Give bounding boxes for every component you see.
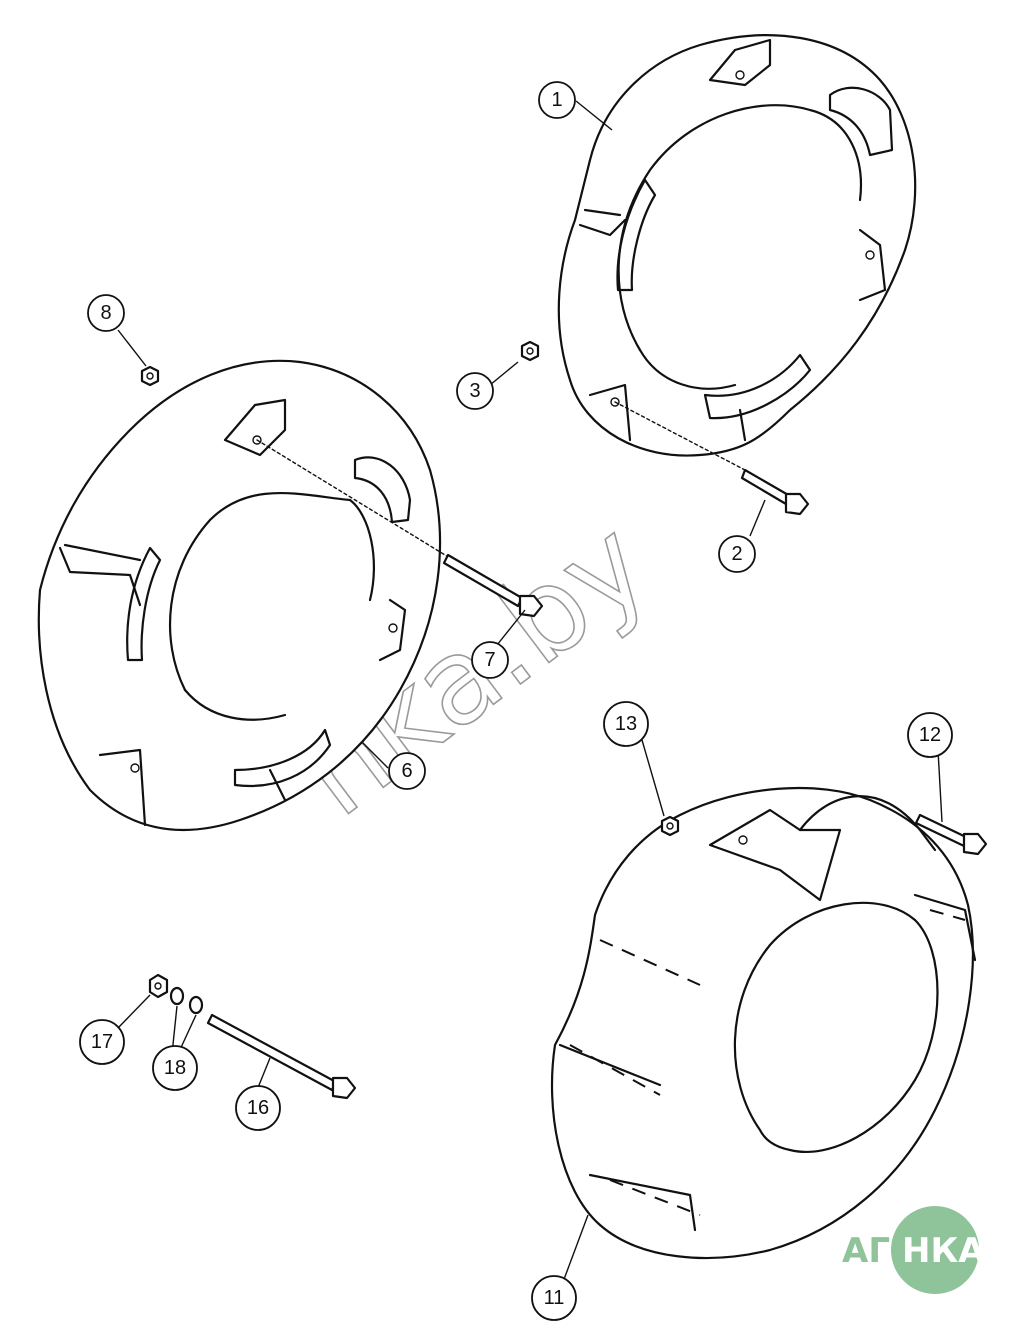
callout-label: 8 <box>100 302 111 324</box>
callout-label: 3 <box>469 380 480 402</box>
logo-text-part1: АГРО <box>842 1231 944 1271</box>
nut-8 <box>140 365 160 387</box>
callout-label: 18 <box>164 1057 186 1079</box>
bolt-16 <box>206 1013 357 1100</box>
bolt-2 <box>614 401 810 516</box>
callout-label: 11 <box>544 1287 565 1309</box>
callout-2: 2 <box>718 535 756 573</box>
logo-badge <box>891 1206 979 1294</box>
callout-label: 2 <box>731 543 742 565</box>
callout-12: 12 <box>907 712 953 758</box>
logo-text-part2: НКА <box>902 1231 985 1271</box>
callout-16: 16 <box>235 1085 281 1131</box>
wheel-weight-6 <box>37 359 442 832</box>
callout-label: 16 <box>247 1097 269 1119</box>
callout-label: 12 <box>919 724 941 746</box>
callout-label: 7 <box>484 649 495 671</box>
callout-label: 13 <box>615 713 637 735</box>
wheel-weight-11 <box>550 786 977 1260</box>
callout-17: 17 <box>79 1019 125 1065</box>
agronka-logo: АГРО НКА <box>842 1206 985 1294</box>
callout-3: 3 <box>456 372 494 410</box>
nut-17 <box>148 973 169 999</box>
washers-18 <box>169 986 204 1015</box>
callout-18: 18 <box>152 1045 198 1091</box>
callout-label: 17 <box>91 1031 113 1053</box>
callout-1: 1 <box>538 81 576 119</box>
callout-11: 11 <box>531 1275 577 1321</box>
callout-13: 13 <box>603 701 649 747</box>
nut-3 <box>520 340 540 362</box>
callout-label: 6 <box>401 760 412 782</box>
nut-13 <box>660 815 680 837</box>
callout-7: 7 <box>471 641 509 679</box>
callout-6: 6 <box>388 752 426 790</box>
wheel-weight-1 <box>557 34 917 457</box>
bolt-12 <box>914 813 988 856</box>
callout-label: 1 <box>551 89 562 111</box>
callout-8: 8 <box>87 294 125 332</box>
bolt-7 <box>256 439 544 618</box>
